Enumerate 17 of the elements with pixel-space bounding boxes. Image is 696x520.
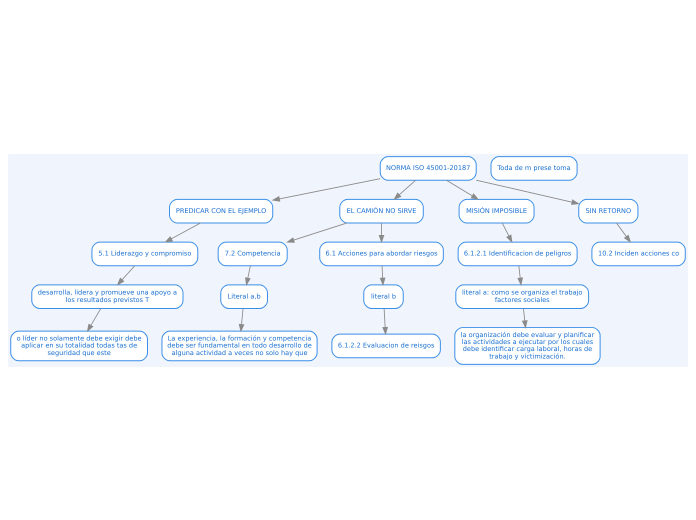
- arrow: [164, 222, 201, 242]
- arrow: [446, 179, 480, 200]
- arrow: [616, 222, 632, 243]
- arrow: [522, 308, 528, 328]
- arrow: [380, 264, 386, 286]
- arrow: [502, 222, 512, 243]
- arrow: [476, 179, 580, 204]
- arrow: [393, 180, 416, 200]
- arrow: [238, 308, 244, 332]
- arrow: [86, 308, 102, 332]
- arrow: [378, 222, 384, 243]
- arrow: [517, 264, 524, 286]
- arrow: [382, 308, 388, 335]
- arrow: [272, 178, 381, 202]
- arrow: [116, 264, 136, 286]
- arrow: [286, 222, 348, 242]
- arrow: [245, 264, 251, 286]
